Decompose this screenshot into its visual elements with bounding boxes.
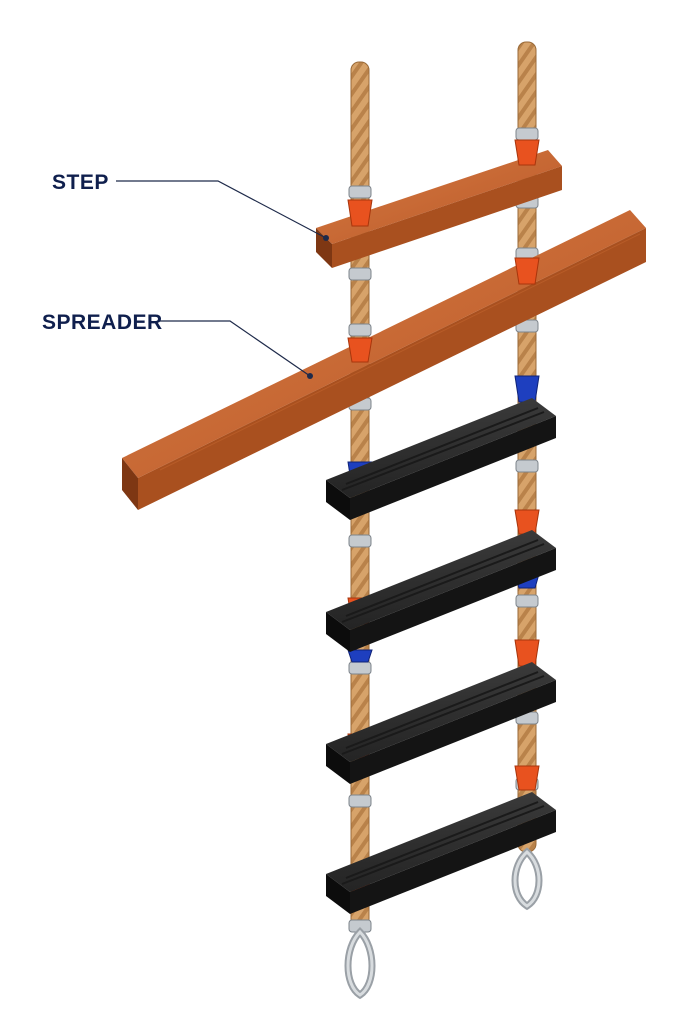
spreader-label: SPREADER [42, 311, 163, 334]
step-label: STEP [52, 171, 109, 194]
wooden-step [316, 150, 562, 268]
rubber-step-4 [326, 792, 556, 914]
rubber-step-3 [326, 662, 556, 784]
rubber-step-1 [326, 398, 556, 520]
spreader-bar [122, 210, 646, 510]
thimble-icon [511, 847, 543, 911]
rubber-step-2 [326, 530, 556, 652]
step-leader-line [116, 180, 329, 241]
spreader-leader-line [158, 320, 313, 379]
thimble-icon [344, 927, 376, 1000]
